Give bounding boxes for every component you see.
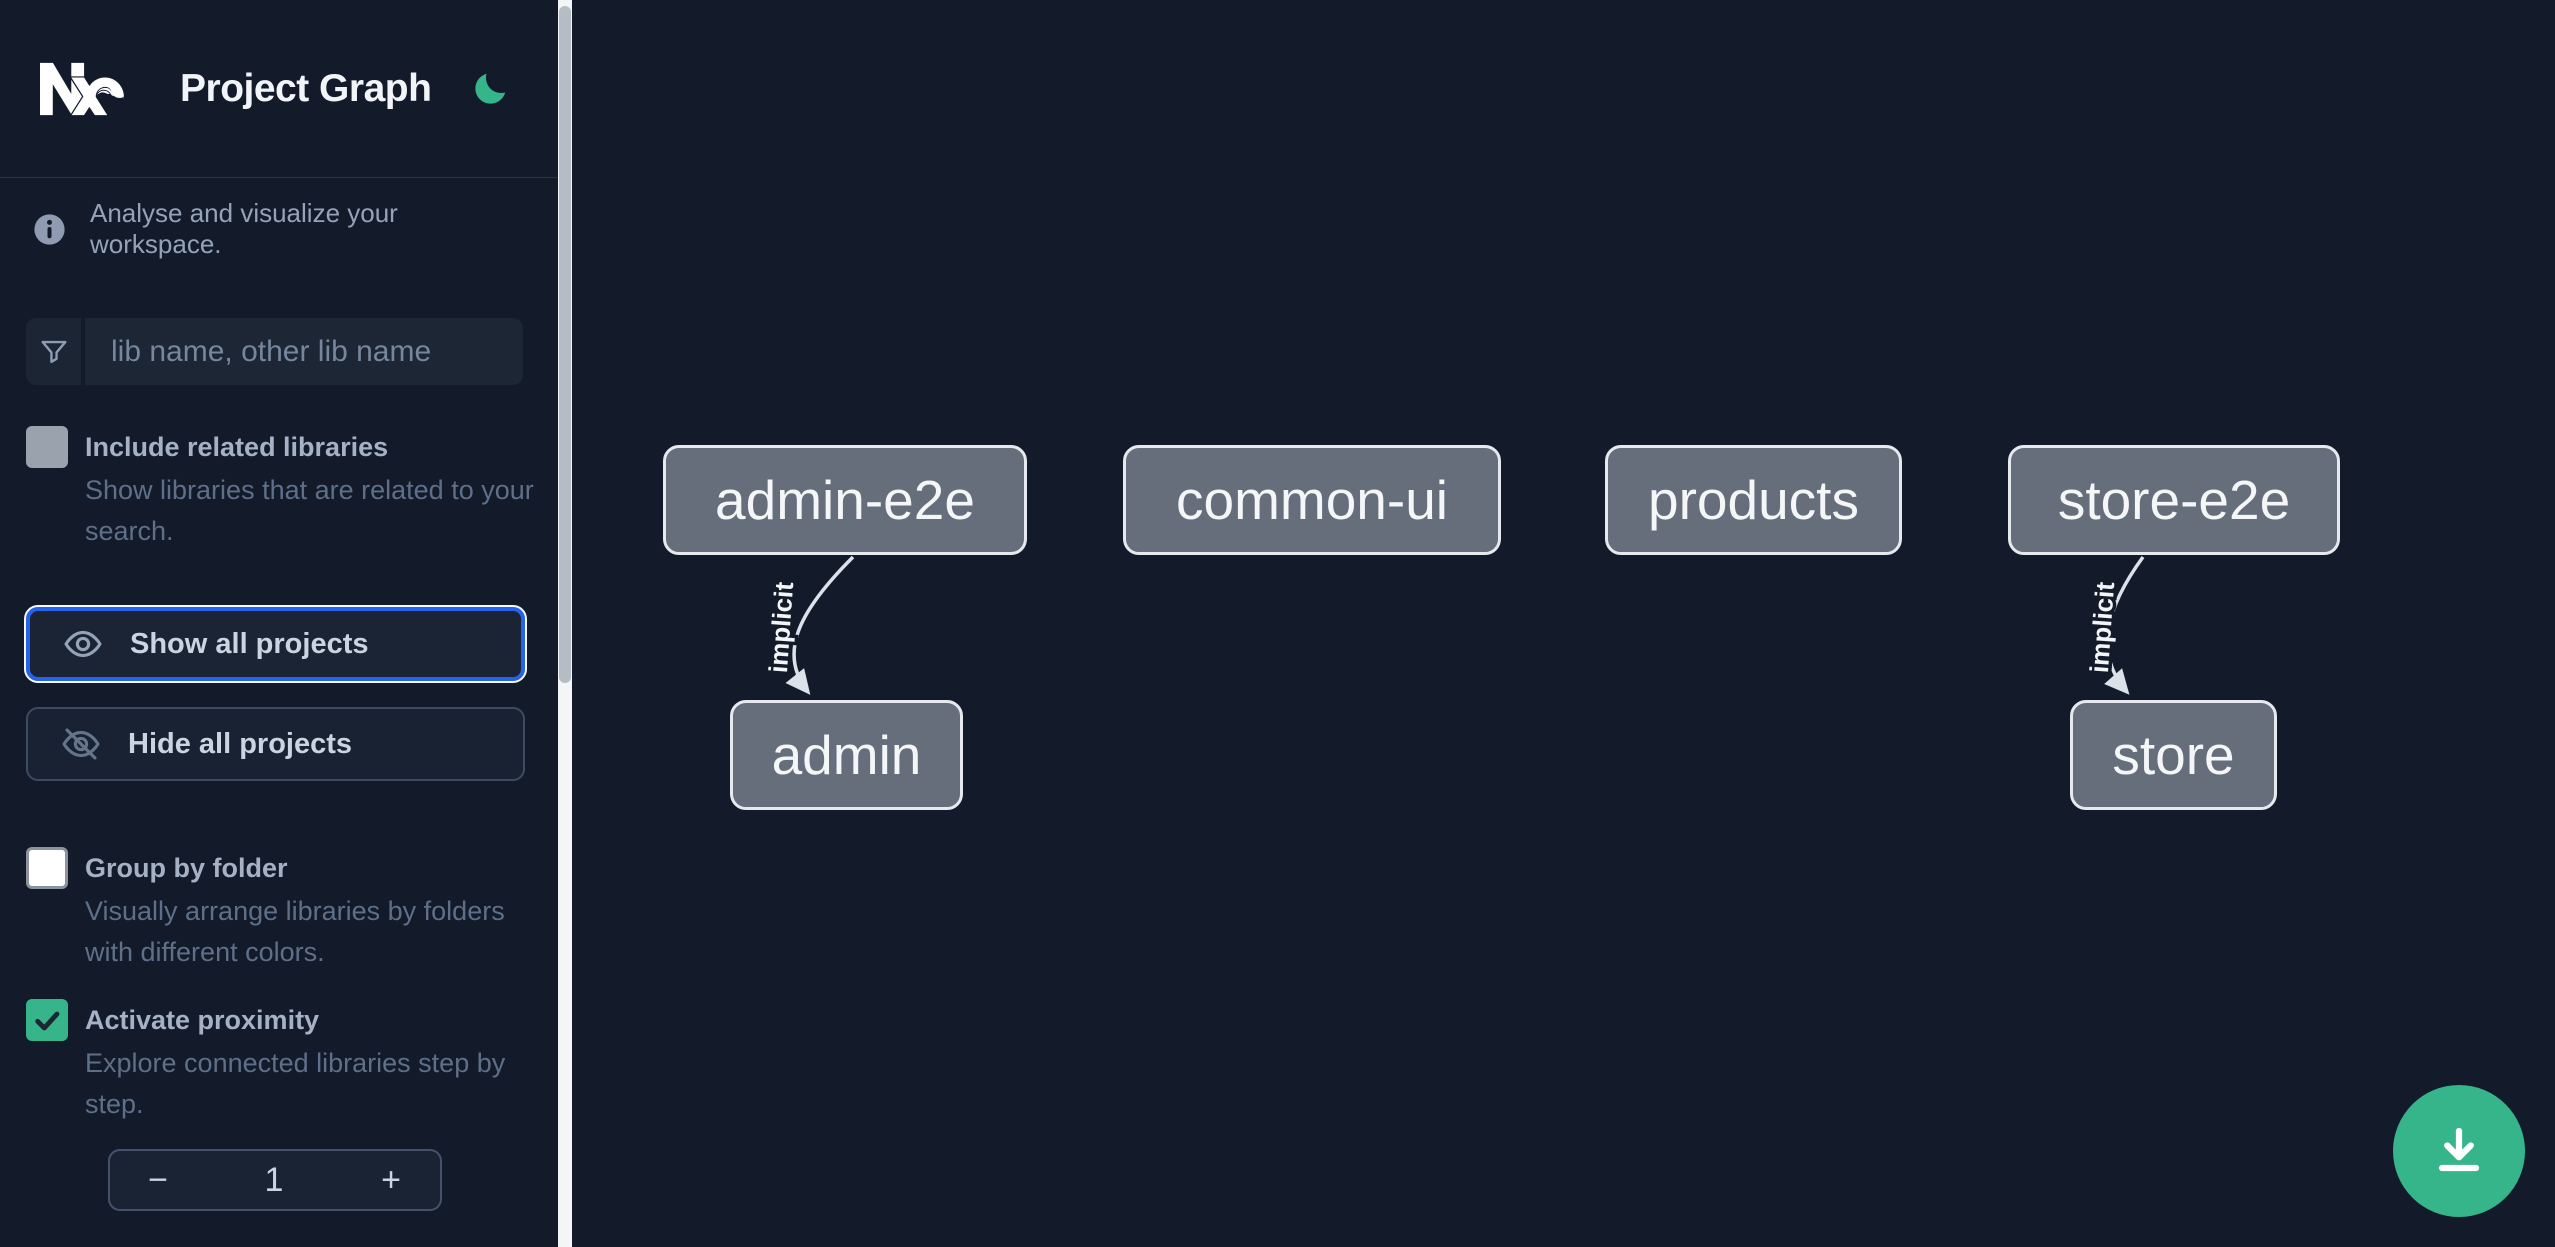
eye-icon: [64, 630, 102, 658]
toggle-label: Activate proximity: [85, 1005, 320, 1035]
toggle-group-by-folder: Group by folder Visually arrange librari…: [26, 845, 532, 973]
toggle-text: Group by folder Visually arrange librari…: [85, 845, 537, 973]
show-all-projects-button[interactable]: Show all projects: [24, 605, 527, 683]
proximity-depth-stepper: − 1 +: [108, 1149, 442, 1211]
checkbox-group-by-folder[interactable]: [26, 847, 68, 889]
checkbox-include-related[interactable]: [26, 426, 68, 468]
search-box: [26, 318, 523, 385]
theme-toggle-button[interactable]: [468, 67, 512, 111]
toggle-include-related: Include related libraries Show libraries…: [26, 424, 534, 552]
hide-all-projects-button[interactable]: Hide all projects: [26, 707, 525, 781]
moon-icon: [475, 73, 506, 104]
funnel-icon: [26, 318, 85, 385]
stepper-value: 1: [264, 1160, 284, 1199]
toggle-description: Explore connected libraries step by step…: [85, 1048, 506, 1119]
graph-node-products[interactable]: products: [1605, 445, 1902, 555]
sidebar: Project Graph Analyse and visualize your…: [0, 0, 558, 1247]
graph-node-common-ui[interactable]: common-ui: [1123, 445, 1501, 555]
edge-admin-e2e-admin: [785, 555, 855, 695]
node-label: store: [2112, 724, 2235, 786]
checkmark-icon: [35, 1011, 60, 1031]
edge-label: implicit: [763, 581, 799, 674]
node-label: common-ui: [1175, 469, 1449, 531]
toggle-description: Visually arrange libraries by folders wi…: [85, 896, 505, 967]
toggle-text: Include related libraries Show libraries…: [85, 424, 537, 552]
checkbox-activate-proximity[interactable]: [26, 999, 68, 1041]
edge-label: implicit: [2084, 581, 2120, 674]
info-icon: [34, 213, 65, 245]
eye-off-icon: [62, 728, 100, 760]
graph-node-store[interactable]: store: [2070, 700, 2277, 810]
graph-edges: implicit implicit: [759, 555, 2145, 695]
toggle-label: Include related libraries: [85, 432, 389, 462]
decrement-button[interactable]: −: [110, 1151, 206, 1209]
toggle-label: Group by folder: [85, 853, 288, 883]
hide-all-projects-label: Hide all projects: [128, 727, 353, 760]
workspace-info: Analyse and visualize your workspace.: [33, 198, 533, 260]
page-title: Project Graph: [180, 66, 432, 110]
download-icon: [2438, 1127, 2480, 1172]
graph-node-store-e2e[interactable]: store-e2e: [2008, 445, 2340, 555]
edge-store-e2e-store: [2104, 555, 2145, 695]
sidebar-scrollbar[interactable]: [558, 0, 572, 1247]
node-label: store-e2e: [2057, 469, 2291, 531]
node-label: admin: [771, 724, 922, 786]
show-all-projects-label: Show all projects: [130, 627, 369, 660]
scrollbar-thumb[interactable]: [559, 6, 571, 683]
node-label: admin-e2e: [715, 469, 975, 531]
node-label: products: [1648, 469, 1859, 531]
graph-canvas[interactable]: implicit implicit admin-e2e common-ui pr…: [572, 0, 2555, 1247]
increment-button[interactable]: +: [342, 1151, 440, 1209]
toggle-description: Show libraries that are related to your …: [85, 475, 534, 546]
graph-node-admin-e2e[interactable]: admin-e2e: [663, 445, 1027, 555]
search-input[interactable]: [85, 318, 523, 385]
nx-logo: [40, 62, 124, 115]
info-text: Analyse and visualize your workspace.: [90, 198, 398, 259]
toggle-activate-proximity: Activate proximity Explore connected lib…: [26, 997, 532, 1125]
graph-node-admin[interactable]: admin: [730, 700, 963, 810]
sidebar-header: Project Graph: [0, 0, 558, 178]
download-image-button[interactable]: [2393, 1085, 2525, 1217]
toggle-text: Activate proximity Explore connected lib…: [85, 997, 537, 1125]
